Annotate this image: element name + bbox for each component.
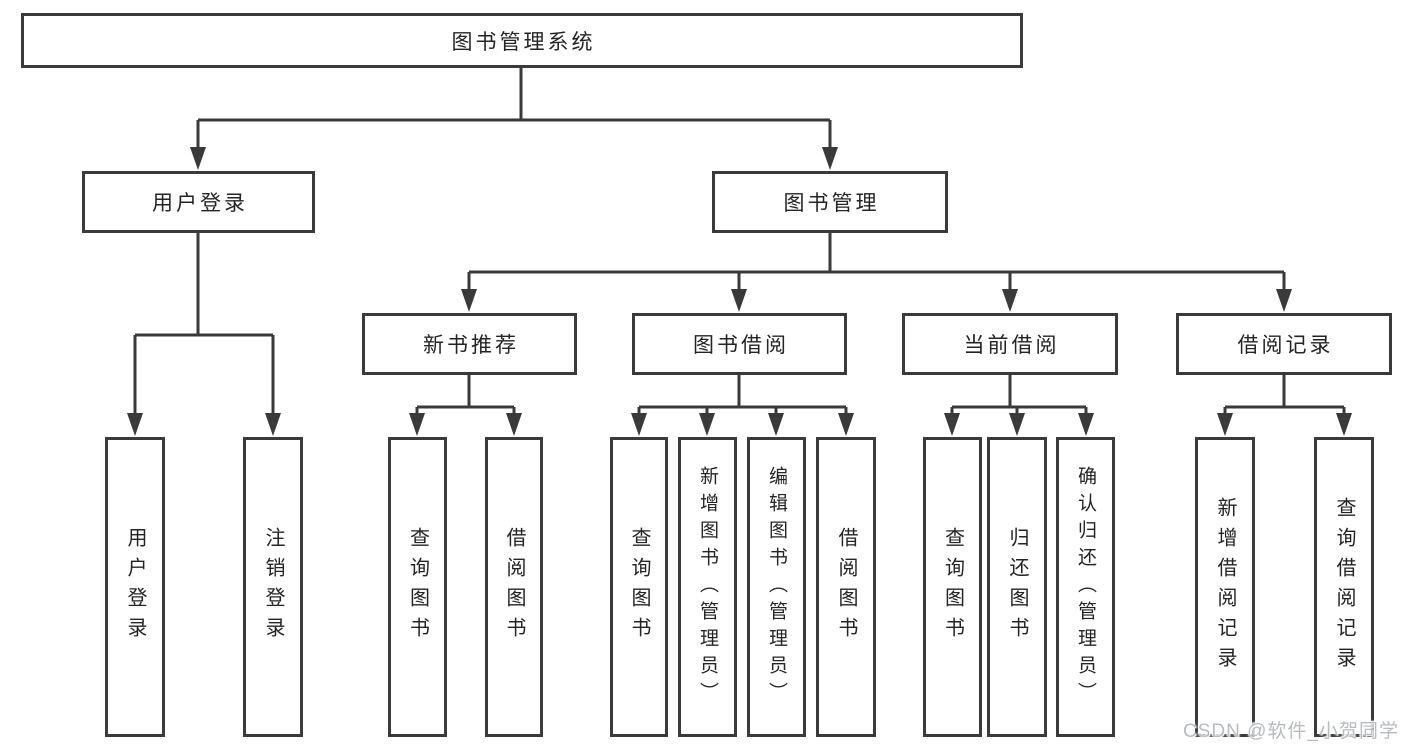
arrow-down-icon <box>461 289 477 312</box>
leaf-borrow-books-recommend: 借阅图书 <box>485 437 543 737</box>
leaf-label: 借阅图书 <box>503 527 525 647</box>
leaf-label: 查询借阅记录 <box>1333 497 1355 677</box>
node-user-login-module: 用户登录 <box>82 171 315 233</box>
leaf-borrow-books: 借阅图书 <box>816 437 876 737</box>
arrow-down-icon <box>1078 413 1094 436</box>
leaf-label: 注销登录 <box>262 527 284 647</box>
leaf-label: 归还图书 <box>1006 527 1028 647</box>
node-label: 新书推荐 <box>423 334 519 357</box>
leaf-label: 编辑图书（管理员） <box>766 465 787 709</box>
arrow-down-icon <box>1336 413 1352 436</box>
leaf-return-books: 归还图书 <box>987 437 1047 737</box>
leaf-query-books-recommend: 查询图书 <box>388 437 447 737</box>
node-label: 借阅记录 <box>1237 334 1334 357</box>
leaf-label: 查询图书 <box>628 527 650 647</box>
leaf-add-books-admin: 新增图书（管理员） <box>678 437 737 737</box>
leaf-label: 查询图书 <box>406 527 429 647</box>
node-label: 用户登录 <box>152 192 248 215</box>
arrow-down-icon <box>768 413 784 436</box>
node-book-management-module: 图书管理 <box>712 171 948 233</box>
node-label: 当前借阅 <box>963 334 1060 357</box>
node-book-borrowing: 图书借阅 <box>632 313 847 375</box>
node-borrow-records: 借阅记录 <box>1176 313 1392 375</box>
leaf-label: 用户登录 <box>124 527 146 647</box>
arrow-down-icon <box>631 413 647 436</box>
arrow-down-icon <box>127 413 143 436</box>
arrow-down-icon <box>822 147 838 170</box>
node-label: 图书借阅 <box>693 334 789 357</box>
leaf-label: 查询图书 <box>941 527 964 647</box>
leaf-label: 确认归还（管理员） <box>1075 465 1096 709</box>
leaf-edit-books-admin: 编辑图书（管理员） <box>747 437 806 737</box>
leaf-query-borrow-record: 查询借阅记录 <box>1314 437 1374 737</box>
arrow-down-icon <box>265 413 281 436</box>
arrow-down-icon <box>699 413 715 436</box>
node-current-borrowing: 当前借阅 <box>902 313 1118 375</box>
arrow-down-icon <box>1276 289 1292 312</box>
leaf-label: 借阅图书 <box>835 527 857 647</box>
arrow-down-icon <box>1002 289 1018 312</box>
node-label: 图书管理系统 <box>451 30 596 54</box>
arrow-down-icon <box>838 413 854 436</box>
leaf-confirm-return-admin: 确认归还（管理员） <box>1056 437 1115 737</box>
leaf-add-borrow-record: 新增借阅记录 <box>1195 437 1255 737</box>
leaf-label: 新增借阅记录 <box>1214 497 1236 677</box>
arrow-down-icon <box>409 413 425 436</box>
leaf-user-login: 用户登录 <box>105 437 165 737</box>
arrow-down-icon <box>506 413 522 436</box>
leaf-query-books-current: 查询图书 <box>923 437 982 737</box>
leaf-logout: 注销登录 <box>243 437 303 737</box>
arrow-down-icon <box>944 413 960 436</box>
node-label: 图书管理 <box>783 192 880 215</box>
arrow-down-icon <box>731 289 747 312</box>
arrow-down-icon <box>1009 413 1025 436</box>
node-root-system: 图书管理系统 <box>21 13 1023 68</box>
leaf-query-books-borrow: 查询图书 <box>610 437 668 737</box>
arrow-down-icon <box>190 147 206 170</box>
csdn-watermark: CSDN @软件_小贺同学 <box>1183 721 1399 742</box>
leaf-label: 新增图书（管理员） <box>697 465 718 709</box>
node-new-book-recommend: 新书推荐 <box>362 313 577 375</box>
arrow-down-icon <box>1217 413 1233 436</box>
